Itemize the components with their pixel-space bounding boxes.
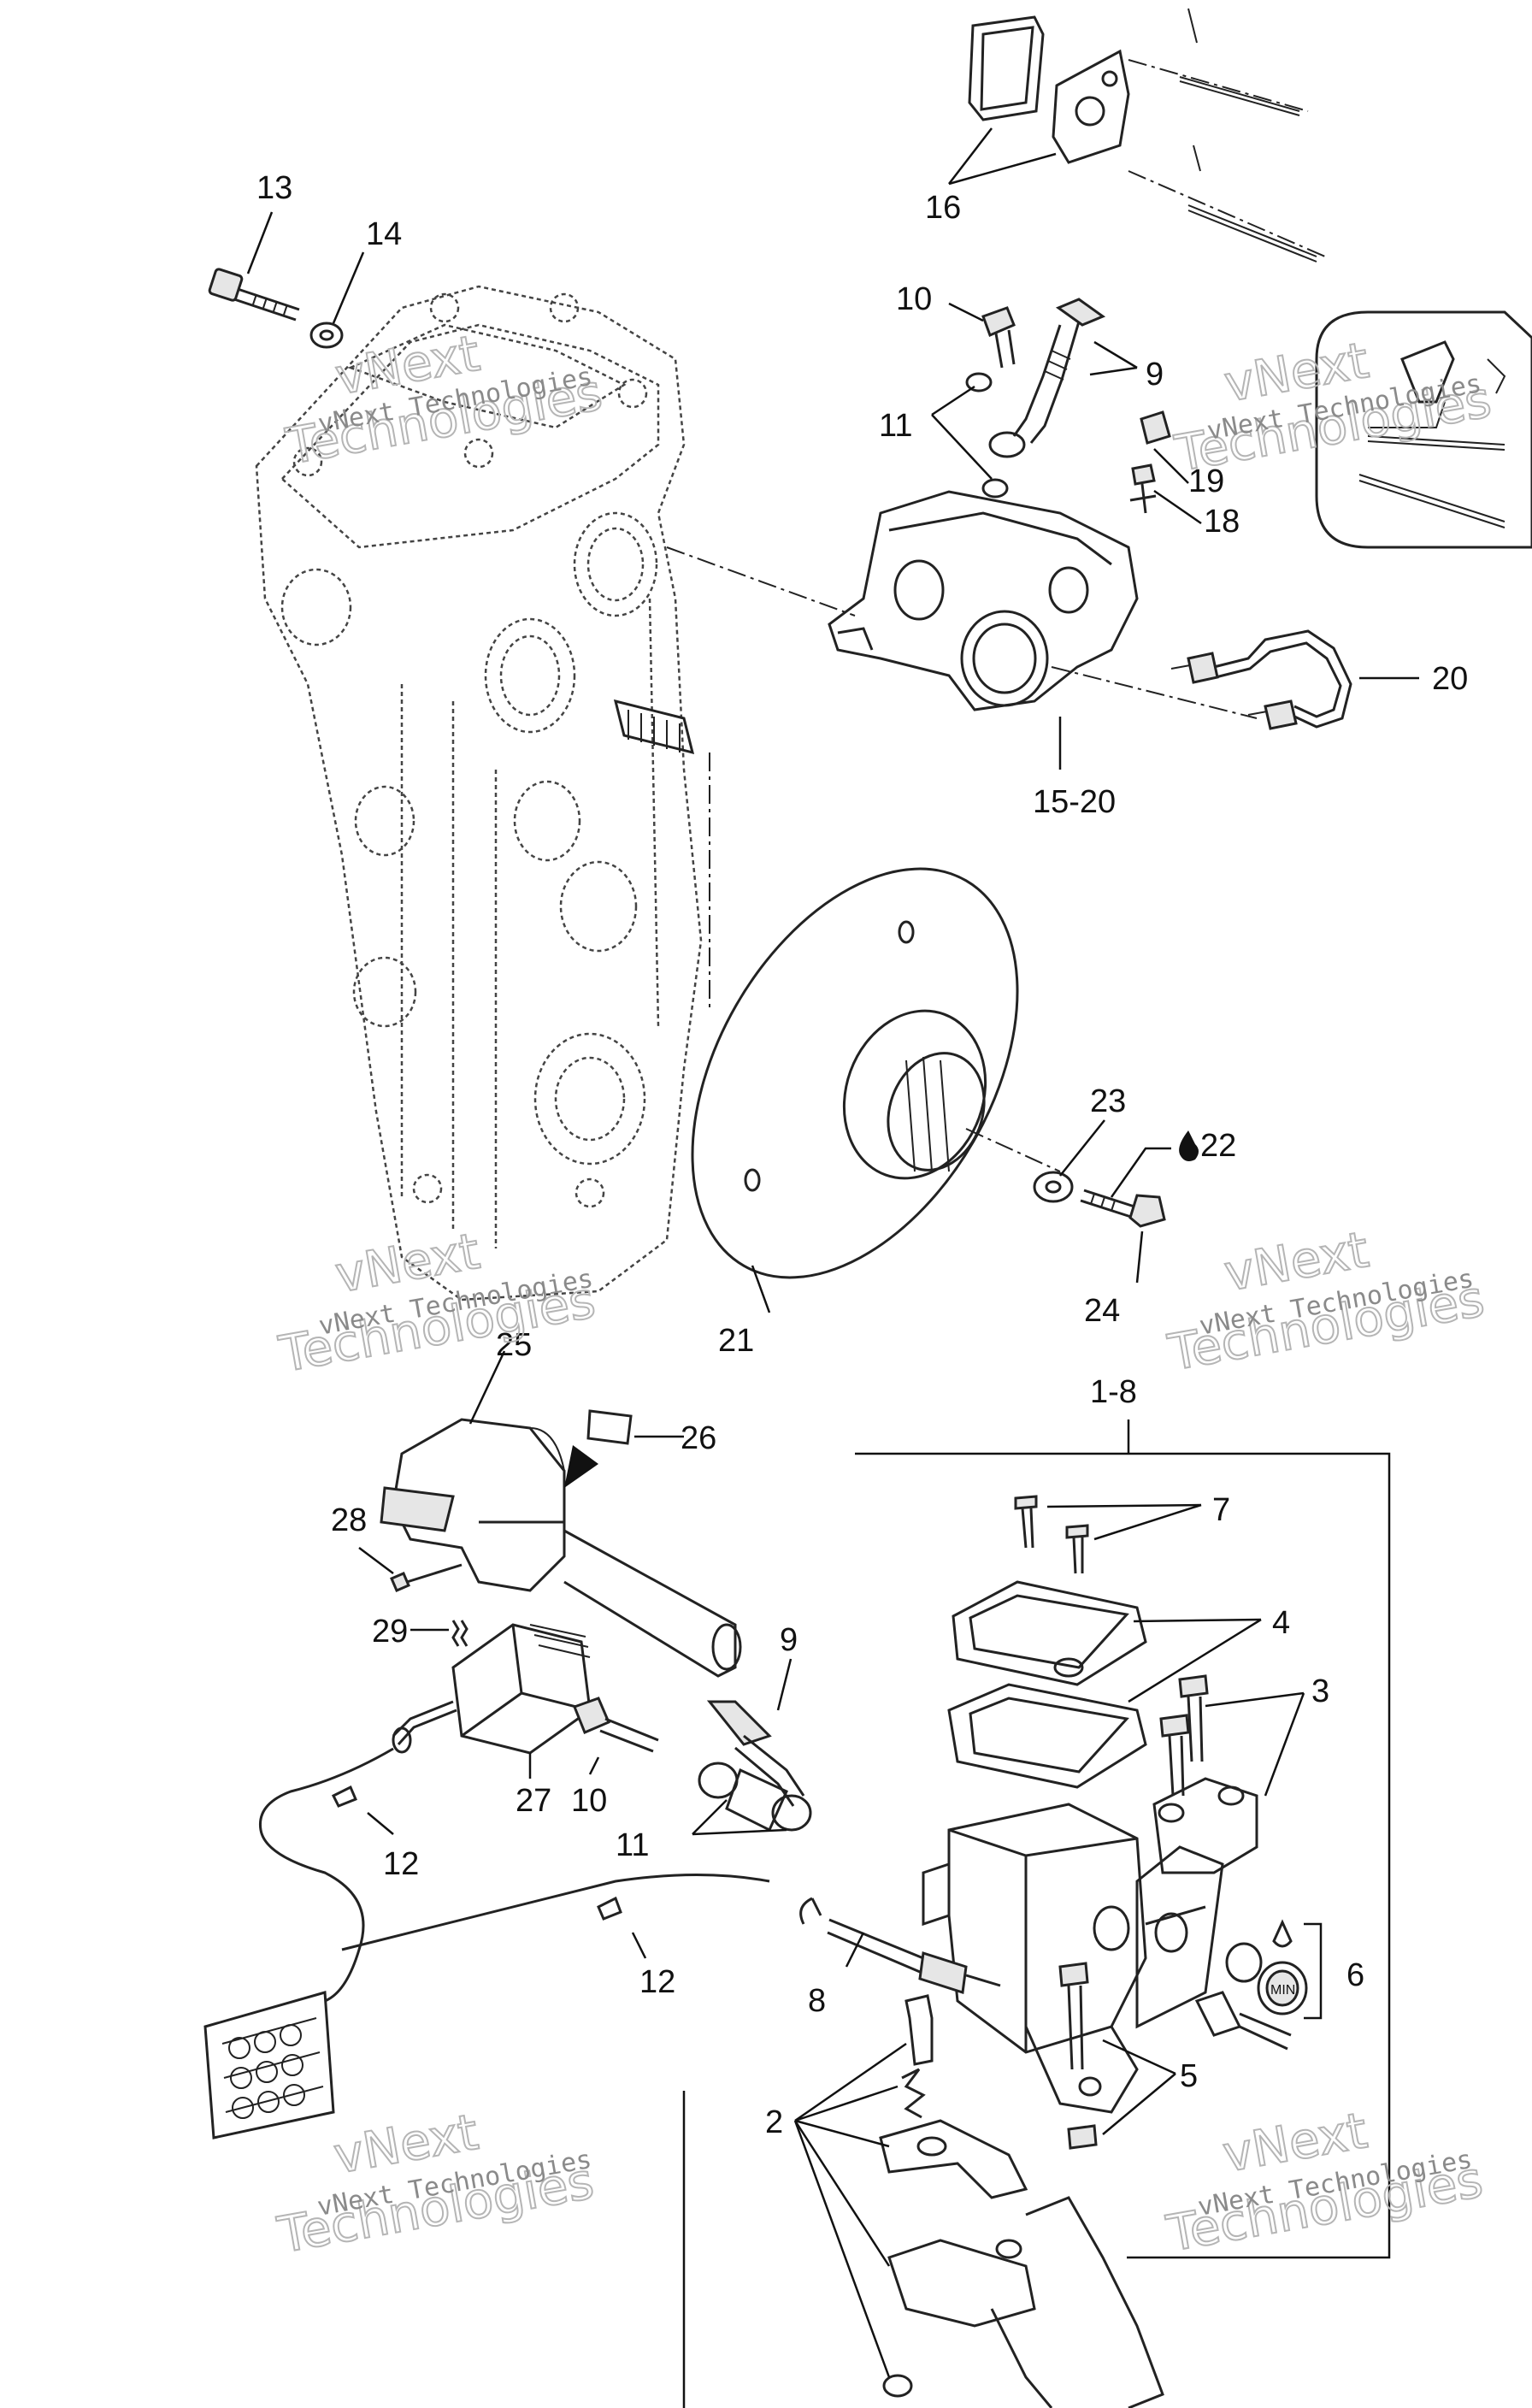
- callout-19: 19: [1188, 463, 1224, 499]
- callout-10-lower: 10: [571, 1783, 607, 1819]
- callout-11-lower: 11: [616, 1827, 649, 1863]
- gearbox-housing: [255, 285, 703, 1301]
- oil-drop-icon: [1179, 1130, 1199, 1161]
- callout-26: 26: [681, 1420, 716, 1456]
- washers-11-top: [965, 372, 1026, 499]
- banjo-bolt-10-lower: [573, 1697, 659, 1753]
- brake-lever-2: [879, 1994, 1164, 2408]
- watermark-bottom-right: vNext Technologies vNext Technologies: [1161, 2100, 1488, 2263]
- callout-27: 27: [516, 1783, 551, 1819]
- callout-9-top: 9: [1146, 357, 1164, 392]
- bolt-24: [1080, 1189, 1166, 1228]
- master-cylinder-body: [922, 1803, 1224, 2114]
- callout-1-8: 1-8: [1090, 1374, 1137, 1410]
- watermark-bottom-left: vNext Technologies vNext Technologies: [273, 2102, 599, 2265]
- callout-8: 8: [808, 1983, 826, 2019]
- pin-kit-box: [1315, 310, 1532, 549]
- callout-23: 23: [1090, 1083, 1126, 1119]
- callout-24: 24: [1084, 1293, 1120, 1329]
- screw-28: [390, 1563, 463, 1592]
- crossover-pipe-20: [1170, 629, 1352, 730]
- decal-26: [586, 1409, 633, 1445]
- callout-16: 16: [925, 190, 961, 226]
- brake-hose-9-top: [1012, 298, 1106, 444]
- screws-7: [1014, 1495, 1089, 1574]
- reservoir-cover-4: [947, 1580, 1147, 1789]
- callout-9-lower: 9: [780, 1622, 798, 1658]
- callout-2: 2: [765, 2104, 783, 2140]
- clamp-screws-3: [1152, 1674, 1258, 1874]
- bleeder-screw-18: [1129, 463, 1157, 514]
- callout-29: 29: [372, 1614, 408, 1650]
- adjuster-pin-8: [799, 1897, 1001, 1994]
- washer-14: [309, 322, 344, 349]
- min-badge: MIN: [1270, 1983, 1295, 1998]
- washers-11-lower: [698, 1762, 812, 1833]
- callout-22: 22: [1200, 1128, 1236, 1164]
- callout-21: 21: [718, 1323, 754, 1359]
- brake-pads-16: [948, 8, 1326, 263]
- pivot-bolt-5: [1058, 1962, 1098, 2150]
- banjo-bolt-10-top: [981, 306, 1016, 369]
- switch-27: [392, 1623, 592, 1755]
- callout-10-top: 10: [896, 281, 932, 317]
- callout-18: 18: [1204, 504, 1240, 540]
- handlebar-switch-housing-25: [380, 1418, 742, 1678]
- callout-28: 28: [331, 1502, 367, 1538]
- master-cylinder-bracket: [855, 1452, 1391, 2259]
- callout-4: 4: [1272, 1605, 1290, 1641]
- watermark-mid-left: vNext Technologies vNext Technologies: [274, 1221, 600, 1384]
- callout-7: 7: [1212, 1492, 1230, 1528]
- callout-11-top: 11: [879, 408, 912, 444]
- brake-disc-21: [691, 752, 1061, 1279]
- bolt-13: [208, 268, 300, 322]
- callout-13: 13: [256, 170, 292, 206]
- callout-6: 6: [1346, 1957, 1364, 1993]
- watermark-top-left: vNext Technologies vNext Technologies: [280, 323, 607, 477]
- bleeder-cap-19: [1140, 410, 1171, 445]
- callout-12-right: 12: [639, 1964, 675, 2000]
- watermark-top-right: vNext Technologies vNext Technologies: [1170, 330, 1496, 484]
- callout-5: 5: [1180, 2058, 1198, 2094]
- brake-hose-9-lower: [706, 1700, 805, 1807]
- boot-5b: [1194, 1991, 1292, 2051]
- callout-20: 20: [1432, 661, 1468, 697]
- spring-29: [451, 1620, 468, 1647]
- caliper-15-20: [666, 490, 1258, 719]
- callout-15-20: 15-20: [1033, 784, 1116, 820]
- washer-23: [1033, 1171, 1074, 1203]
- wire-harness: [203, 1747, 770, 2139]
- watermark-mid-right: vNext Technologies vNext Technologies: [1163, 1219, 1489, 1383]
- sight-glass-6: MIN: [1225, 1919, 1308, 2016]
- callout-25: 25: [496, 1327, 532, 1363]
- callout-14: 14: [366, 216, 402, 252]
- callout-3: 3: [1311, 1673, 1329, 1709]
- callout-12-left: 12: [383, 1846, 419, 1882]
